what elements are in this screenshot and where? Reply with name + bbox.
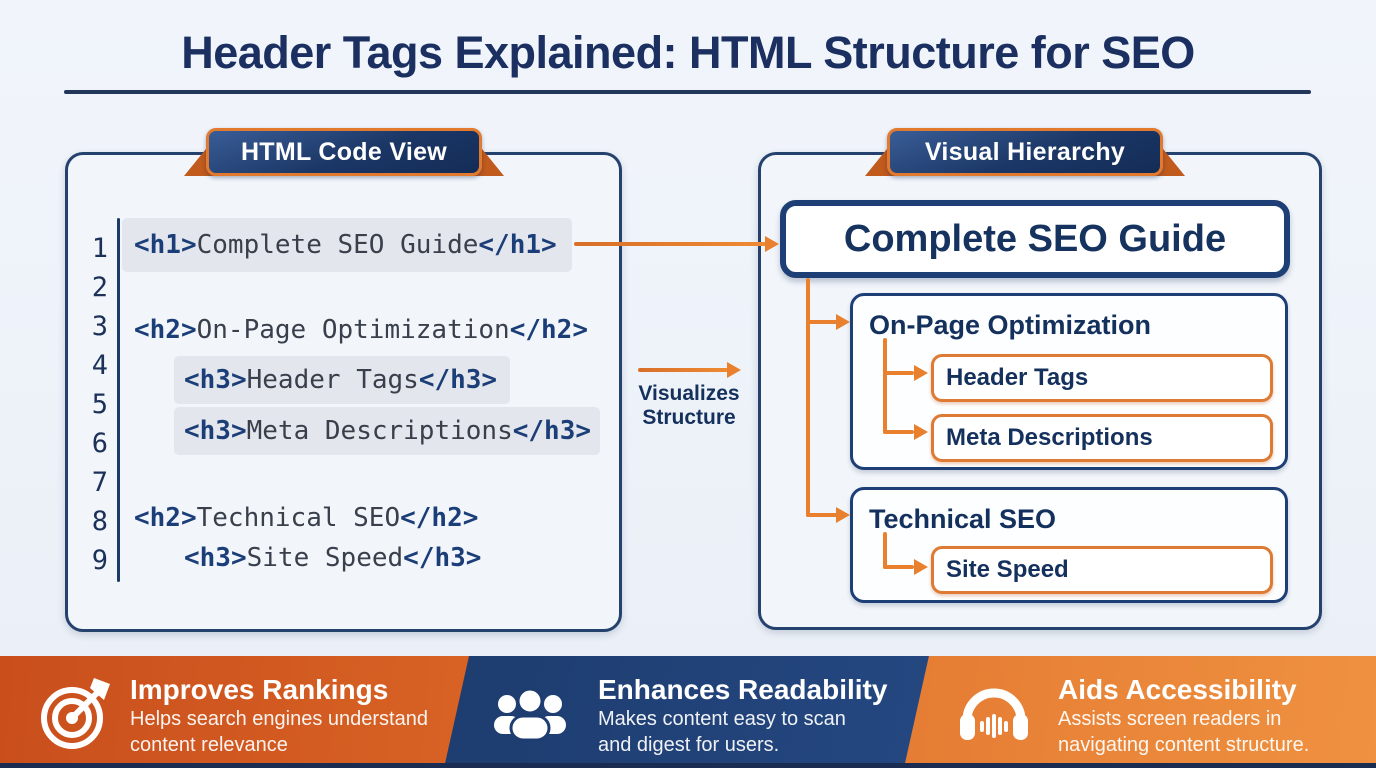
hierarchy-connector-line: [806, 278, 810, 517]
hierarchy-connector-line: [806, 513, 838, 517]
headphones-icon: [960, 688, 1028, 740]
arrow-head-icon: [836, 507, 850, 523]
code-line-h2: <h2>On-Page Optimization</h2>: [134, 314, 588, 345]
h1-hierarchy-box: Complete SEO Guide: [780, 200, 1290, 278]
html-code-view-badge: HTML Code View: [206, 128, 482, 176]
feature-description: Assists screen readers in navigating con…: [1058, 708, 1310, 756]
arrow-head-icon: [914, 424, 928, 440]
line-number: 4: [91, 350, 108, 381]
line-number: 9: [91, 545, 108, 576]
code-line-h1: <h1>Complete SEO Guide</h1>: [122, 218, 572, 272]
hierarchy-connector-line: [883, 430, 914, 434]
target-icon: [41, 678, 110, 749]
header-tags-box: Header Tags: [931, 354, 1273, 402]
hierarchy-connector-line: [883, 532, 887, 569]
feature-heading: Aids Accessibility: [1058, 674, 1297, 705]
technical-seo-box: Technical SEO Site Speed: [850, 487, 1288, 603]
feature-heading: Enhances Readability: [598, 674, 888, 705]
footer-orange-right: [904, 656, 1376, 768]
line-number: 7: [91, 467, 108, 498]
code-line-h2: <h2>Technical SEO</h2>: [134, 502, 479, 533]
code-line-h3: <h3>Site Speed</h3>: [184, 542, 482, 573]
line-number: 8: [91, 506, 108, 537]
line-number-gutter: 1 2 3 4 5 6 7 8 9: [74, 229, 108, 580]
visual-hierarchy-badge: Visual Hierarchy: [887, 128, 1163, 176]
benefits-footer: [0, 656, 1376, 768]
feature-description: Helps search engines understand content …: [130, 708, 428, 756]
section-title: Technical SEO: [869, 504, 1057, 534]
page-title: Header Tags Explained: HTML Structure fo…: [181, 27, 1195, 78]
title-divider: [64, 90, 1311, 94]
code-line-h3: <h3>Header Tags</h3>: [174, 356, 510, 404]
code-line-h3: <h3>Meta Descriptions</h3>: [174, 407, 600, 455]
arrow-head-icon: [836, 314, 850, 330]
line-number: 5: [91, 389, 108, 420]
line-number: 1: [91, 233, 108, 264]
hierarchy-connector-line: [883, 371, 914, 375]
visualizes-structure-arrow: [638, 368, 728, 372]
arrow-head-icon: [914, 365, 928, 381]
footer-bottom-strip: [0, 763, 1376, 768]
arrow-head-icon: [765, 236, 779, 252]
people-icon: [494, 687, 566, 742]
meta-descriptions-box: Meta Descriptions: [931, 414, 1273, 462]
on-page-optimization-box: On-Page Optimization Header Tags Meta De…: [850, 293, 1288, 470]
site-speed-box: Site Speed: [931, 546, 1273, 594]
line-number: 6: [91, 428, 108, 459]
arrow-head-icon: [727, 362, 741, 378]
arrow-head-icon: [914, 559, 928, 575]
feature-heading: Improves Rankings: [130, 674, 389, 705]
hierarchy-connector-line: [883, 565, 914, 569]
line-number: 2: [91, 272, 108, 303]
visualizes-structure-label: Visualizes Structure: [638, 382, 740, 429]
gutter-divider: [117, 218, 120, 582]
hierarchy-connector-line: [883, 338, 887, 434]
hierarchy-connector-line: [806, 320, 838, 324]
h1-to-hierarchy-arrow: [574, 242, 766, 246]
line-number: 3: [91, 311, 108, 342]
section-title: On-Page Optimization: [869, 310, 1152, 340]
feature-description: Makes content easy to scan and digest fo…: [598, 708, 846, 756]
